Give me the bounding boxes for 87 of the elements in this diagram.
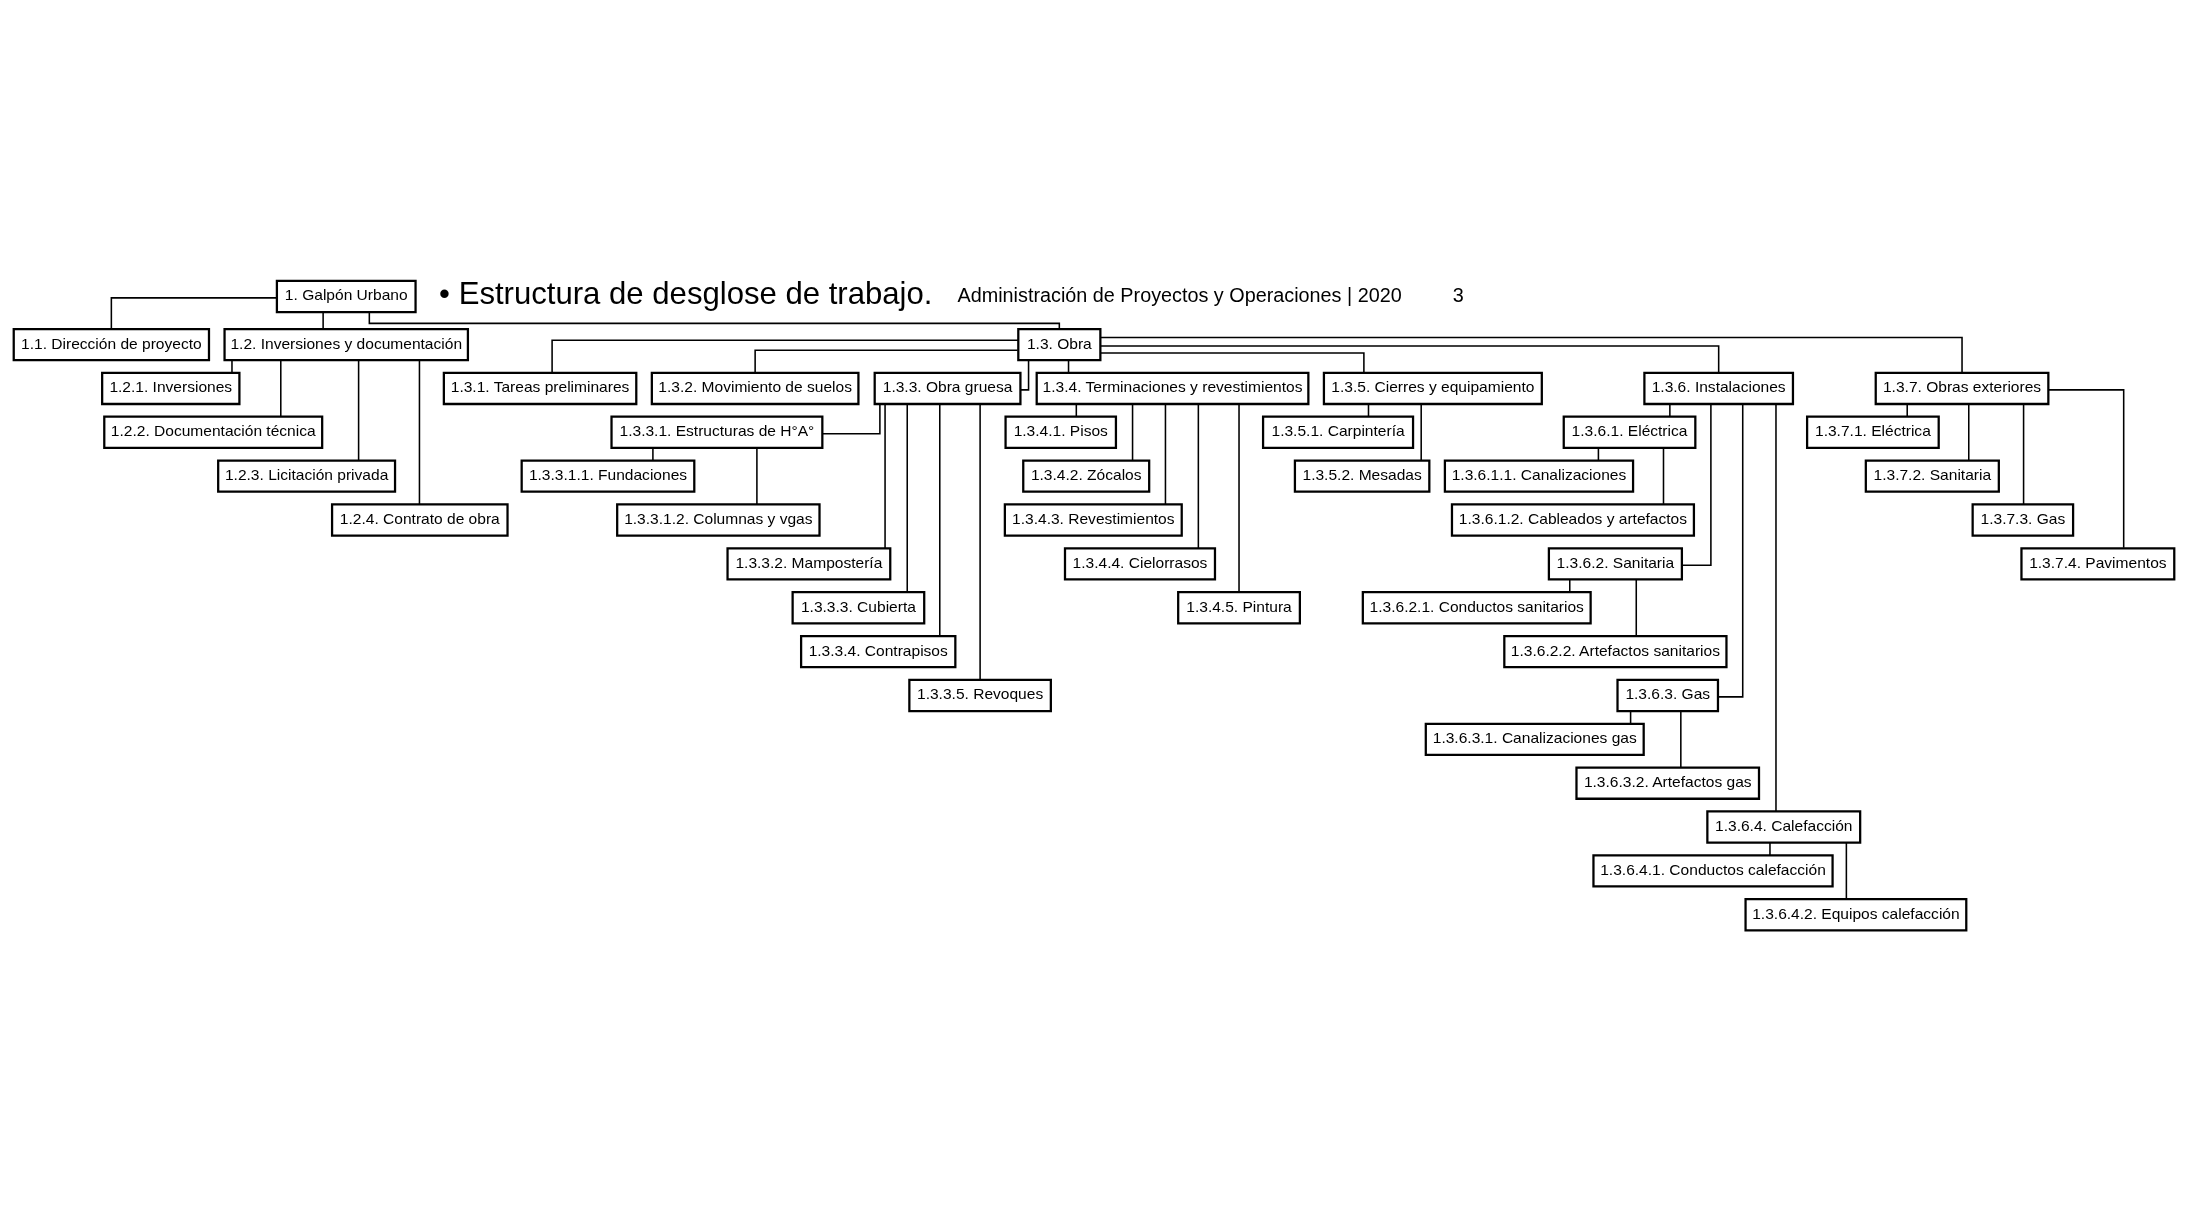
node-box: 1.3.3.1.2. Columnas y vgas — [616, 503, 821, 537]
connector — [1680, 710, 1682, 768]
node-box: 1.3.3.5. Revoques — [908, 678, 1052, 713]
connector — [1681, 403, 1712, 567]
connector — [368, 311, 1061, 330]
connector — [1099, 336, 1963, 374]
node-box: 1.3.5. Cierres y equipamiento — [1322, 371, 1543, 406]
connector — [231, 359, 233, 374]
connector — [280, 359, 282, 417]
node-box: 1.3.6. Instalaciones — [1643, 371, 1795, 406]
node-box: 1.3.7. Obras exteriores — [1874, 371, 2050, 406]
node-box: 1.2.2. Documentación técnica — [103, 415, 324, 449]
connector — [1968, 403, 1970, 461]
node-box: 1.3.6.3.2. Artefactos gas — [1575, 766, 1761, 800]
connector — [756, 447, 758, 505]
connector — [2047, 389, 2125, 549]
node-box: 1.3.6.4.1. Conductos calefacción — [1592, 854, 1834, 888]
connector — [1197, 403, 1200, 549]
connector — [551, 339, 1020, 374]
node-box: 1.3.6.2. Sanitaria — [1547, 547, 1684, 581]
node-box: 1.3.5.2. Mesadas — [1293, 459, 1431, 493]
connector — [110, 297, 278, 330]
connector — [1099, 352, 1365, 374]
node-box: 1.3.6.2.2. Artefactos sanitarios — [1503, 634, 1728, 669]
connector — [754, 349, 1019, 374]
node-box: 1.3.7.3. Gas — [1971, 503, 2075, 537]
node-box: 1.3.1. Tareas preliminares — [442, 371, 638, 406]
node-box: 1.3.6.3. Gas — [1616, 678, 1720, 713]
node-box: 1.3.3.3. Cubierta — [791, 591, 926, 625]
node-box: 1.3.7.4. Pavimentos — [2020, 547, 2176, 581]
node-box: 1.3.7.2. Sanitaria — [1864, 459, 2000, 493]
node-box: 1.3.4.1. Pisos — [1004, 415, 1118, 449]
connector — [418, 359, 421, 505]
connector — [884, 403, 886, 549]
connector — [939, 403, 941, 637]
node-box: 1.1. Dirección de proyecto — [12, 327, 211, 362]
connector — [1569, 578, 1571, 593]
node-box: 1.3.4.5. Pintura — [1177, 591, 1301, 625]
node-box: 1.3.3.1.1. Fundaciones — [520, 459, 696, 493]
connector — [1099, 345, 1720, 374]
connector — [1238, 403, 1240, 593]
connector — [979, 403, 981, 681]
node-box: 1.3.6.1.2. Cableados y artefactos — [1450, 503, 1696, 537]
node-box: 1.3.6.2.1. Conductos sanitarios — [1361, 591, 1592, 625]
label: 3 — [1452, 283, 1464, 306]
node-box: 1.3.4.3. Revestimientos — [1003, 503, 1183, 537]
label: Administración de Proyectos y Operaciones | 2020 — [957, 283, 1402, 306]
connector — [1164, 403, 1167, 506]
node-box: 1.3.5.1. Carpintería — [1261, 415, 1415, 449]
connector — [1775, 403, 1777, 812]
node-box: 1.2.4. Contrato de obra — [330, 503, 509, 537]
connector — [1420, 403, 1422, 461]
connector — [1635, 578, 1638, 637]
node-box: 1.3.6.4.2. Equipos calefacción — [1744, 898, 1968, 932]
node-box: 1.3.6.3.1. Canalizaciones gas — [1424, 722, 1645, 756]
node-box: 1.3.4. Terminaciones y revestimientos — [1035, 371, 1310, 406]
node-box: 1. Galpón Urbano — [275, 279, 417, 314]
connector — [821, 403, 881, 435]
connector — [322, 311, 324, 330]
node-box: 1.3.4.4. Cielorrasos — [1063, 547, 1217, 581]
node-box: 1.3. Obra — [1017, 327, 1102, 362]
connector — [1131, 403, 1134, 461]
node-box: 1.3.3.2. Mampostería — [726, 547, 892, 581]
node-box: 1.3.3. Obra gruesa — [873, 371, 1022, 406]
connector — [1906, 403, 1908, 418]
node-box: 1.2.1. Inversiones — [101, 371, 241, 406]
node-box: 1.3.6.1. Eléctrica — [1562, 415, 1697, 449]
node-box: 1.2.3. Licitación privada — [217, 459, 397, 493]
node-box: 1.3.6.4. Calefacción — [1706, 810, 1862, 844]
connector — [1845, 841, 1848, 900]
node-box: 1.2. Inversiones y documentación — [223, 327, 470, 362]
connector — [652, 447, 654, 461]
connector — [906, 403, 908, 593]
connector — [1662, 447, 1665, 505]
node-box: 1.3.2. Movimiento de suelos — [650, 371, 860, 406]
node-box: 1.3.6.1.1. Canalizaciones — [1443, 459, 1635, 493]
connector — [1717, 403, 1744, 698]
label: • Estructura de desglose de trabajo. — [439, 276, 933, 312]
connector — [1769, 842, 1771, 856]
connector — [1669, 403, 1671, 418]
connector — [1019, 359, 1030, 391]
node-box: 1.3.3.4. Contrapisos — [800, 634, 957, 669]
node-box: 1.3.3.1. Estructuras de H°A° — [610, 415, 824, 449]
connector — [357, 359, 360, 462]
node-box: 1.3.4.2. Zócalos — [1022, 459, 1151, 493]
node-box: 1.3.7.1. Eléctrica — [1805, 415, 1940, 449]
connector — [2022, 403, 2025, 506]
